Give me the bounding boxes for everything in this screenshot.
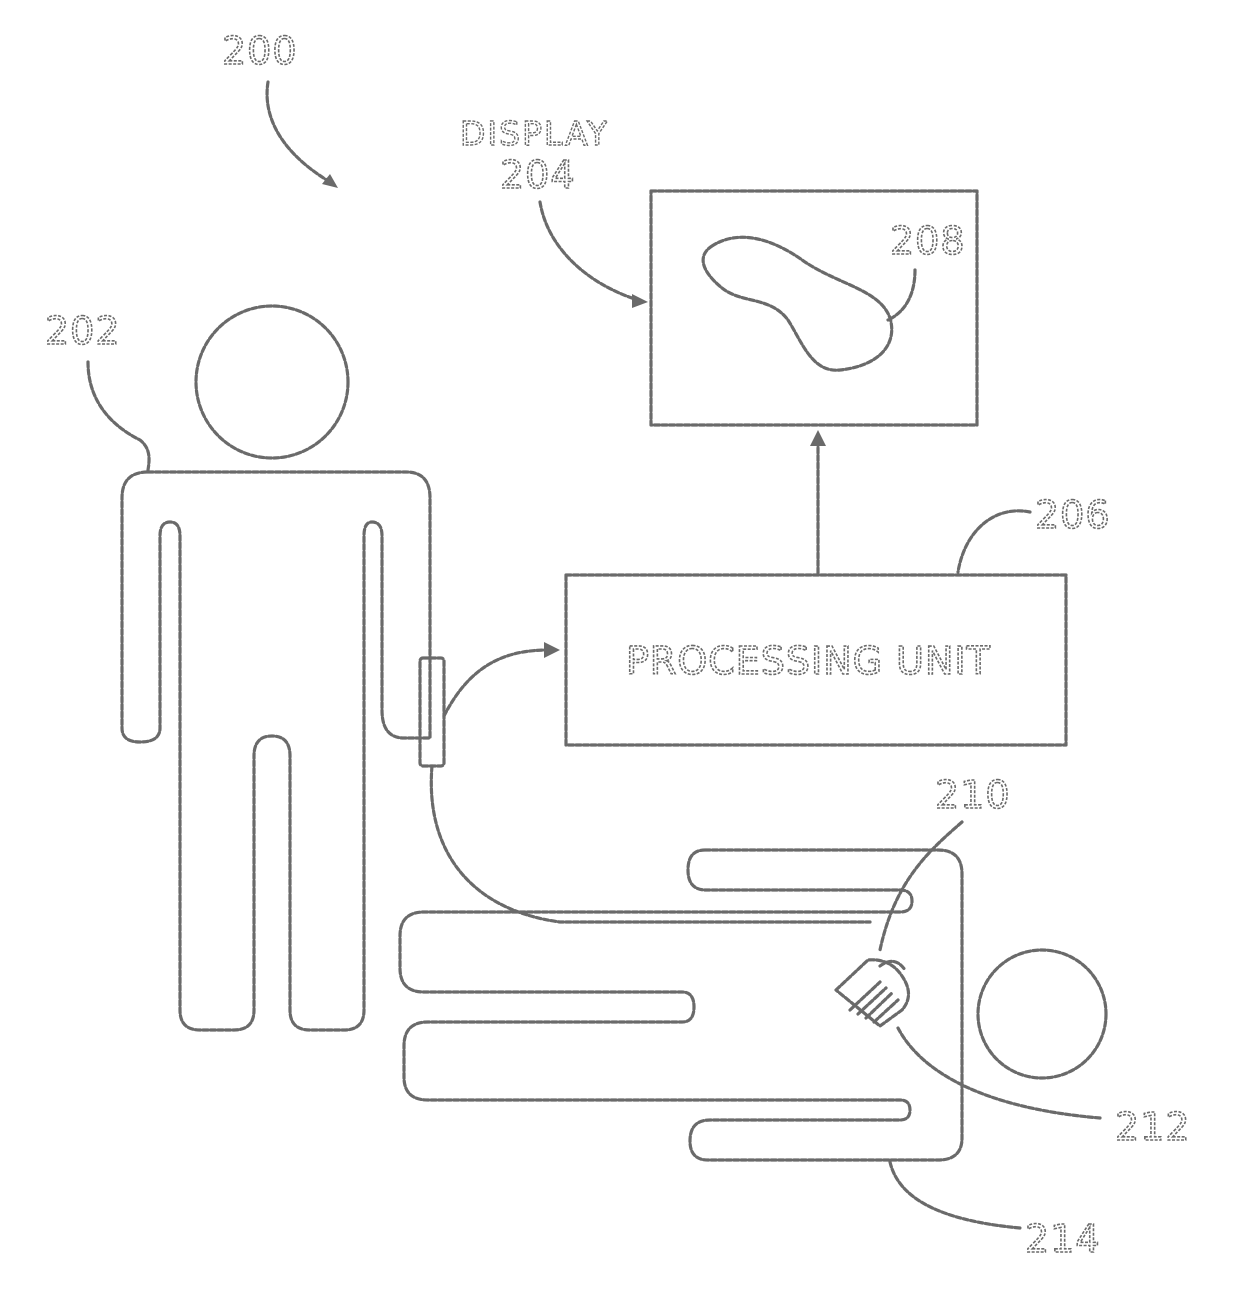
label-208: 208 [890,219,966,263]
arrowhead-200 [322,174,338,188]
leader-210 [880,822,962,950]
image-blob-208 [703,237,892,370]
patient-head [978,950,1106,1078]
arrowhead-processing [544,642,560,658]
label-206: 206 [1035,493,1111,537]
leader-206 [958,511,1030,572]
label-200: 200 [222,29,298,73]
probe-210 [836,960,909,1026]
connector-device-to-processing [444,650,548,716]
leader-204 [540,202,638,300]
leader-214 [890,1162,1020,1228]
leader-200 [267,82,330,182]
person-body [122,472,430,1030]
arrowhead-display [810,430,826,446]
arrowhead-204 [632,294,648,308]
leader-202 [88,362,149,470]
label-210: 210 [935,773,1011,817]
probe-cable [431,766,870,922]
label-202: 202 [45,309,121,353]
handheld-device [420,658,444,766]
label-display-word: DISPLAY [460,114,609,153]
person-head [196,306,348,458]
leader-208 [888,270,915,320]
label-214: 214 [1025,1217,1101,1261]
label-204: 204 [500,153,576,197]
processing-unit-label: PROCESSING UNIT [626,639,991,683]
label-212: 212 [1115,1105,1191,1149]
probe-transducer-lines [850,982,898,1022]
